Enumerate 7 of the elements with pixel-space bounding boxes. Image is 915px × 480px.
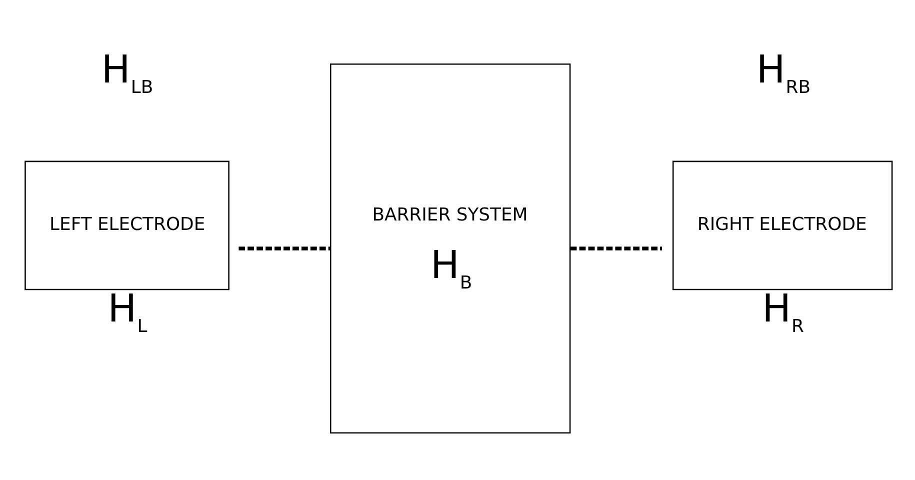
node-box: BARRIER SYSTEM H$_{B}$ [329, 62, 570, 434]
connector [570, 246, 662, 250]
connector [238, 246, 330, 250]
node-box: RIGHT ELECTRODE [672, 160, 892, 290]
label: H$_{RB}$ [756, 47, 810, 98]
label: H$_{LB}$ [100, 47, 153, 98]
node-box: LEFT ELECTRODE [24, 160, 229, 290]
